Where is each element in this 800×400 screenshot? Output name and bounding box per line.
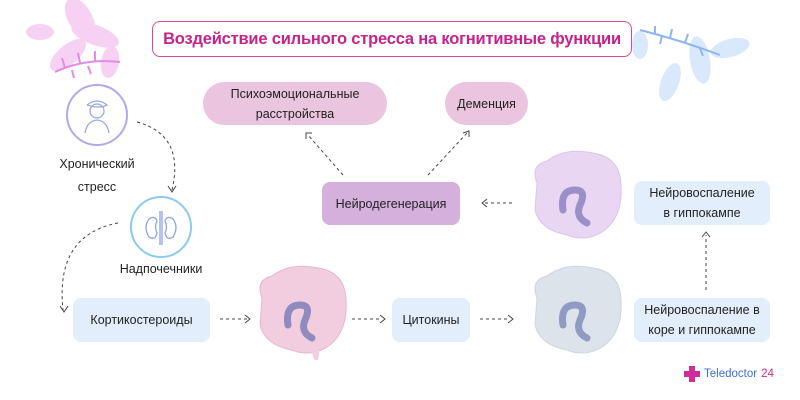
arrow-neurodegeneration-to-psycho xyxy=(307,134,344,176)
teledoctor-logo: Teledoctor 24 xyxy=(684,366,774,382)
brain-icon-pink xyxy=(259,265,347,361)
node-cytokines: Цитокины xyxy=(392,298,470,342)
cross-logo-icon xyxy=(684,366,700,382)
node-neurodegeneration: Нейродегенерация xyxy=(322,182,460,225)
node-cortex-hippo-inflammation: Нейровоспаление в коре и гиппокампе xyxy=(634,298,770,342)
node-corticosteroids: Кортикостероиды xyxy=(73,298,210,342)
node-psycho-disorders: Психоэмоциональные расстройства xyxy=(203,82,387,125)
kidneys-icon xyxy=(130,196,192,258)
stress-person-icon xyxy=(66,84,128,146)
node-adrenals: Надпочечники xyxy=(119,262,203,276)
diagram-title: Воздействие сильного стресса на когнитив… xyxy=(152,21,632,57)
logo-number: 24 xyxy=(761,368,774,380)
logo-name: Teledoctor xyxy=(704,368,758,380)
node-dementia: Деменция xyxy=(445,82,528,125)
brain-icon-grey xyxy=(534,265,622,354)
brain-icon-purple xyxy=(534,150,622,239)
node-chronic-stress: Хронический стресс xyxy=(59,157,135,194)
arrow-adrenals-to-corticosteroids xyxy=(61,222,119,311)
node-hippo-inflammation: Нейровоспаление в гиппокампе xyxy=(634,181,770,225)
